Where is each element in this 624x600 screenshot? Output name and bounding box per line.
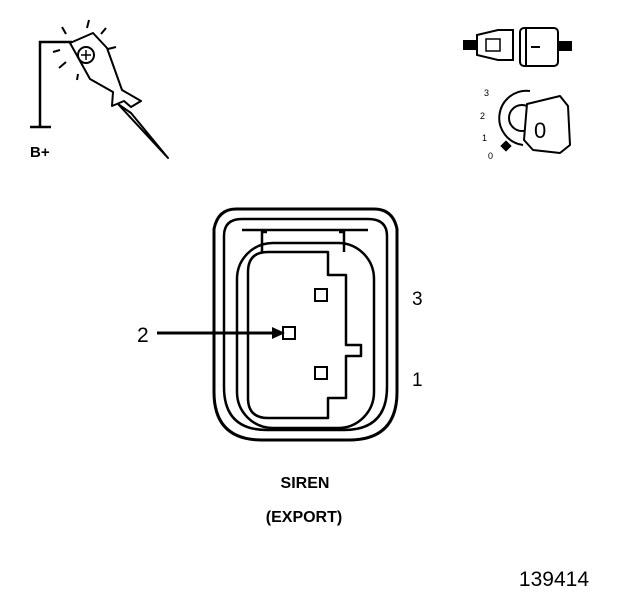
pin-cavity-3 <box>314 288 328 302</box>
connector-disconnected-icon <box>463 27 572 67</box>
figure-id: 139414 <box>519 568 589 591</box>
connector-subtitle: (EXPORT) <box>266 509 342 526</box>
ignition-position-1: 1 <box>482 133 487 143</box>
test-probe-icon <box>30 19 169 159</box>
ignition-switch-icon <box>498 89 571 154</box>
pin-label-1: 1 <box>412 370 423 391</box>
siren-connector-face <box>212 207 399 442</box>
glow-rays-icon <box>52 19 117 81</box>
ignition-key-label: 0 <box>534 118 546 143</box>
latch-posts <box>242 228 368 252</box>
ignition-position-0: 0 <box>488 151 493 161</box>
ignition-position-3: 3 <box>484 88 489 98</box>
ignition-position-2: 2 <box>480 111 485 121</box>
pin2-pointer-arrow <box>157 327 285 339</box>
pin-label-3: 3 <box>412 289 423 310</box>
pin-label-2: 2 <box>137 324 149 347</box>
pin-cavity-1 <box>314 366 328 380</box>
connector-title: SIREN <box>281 475 330 492</box>
probe-label: B+ <box>30 144 50 161</box>
